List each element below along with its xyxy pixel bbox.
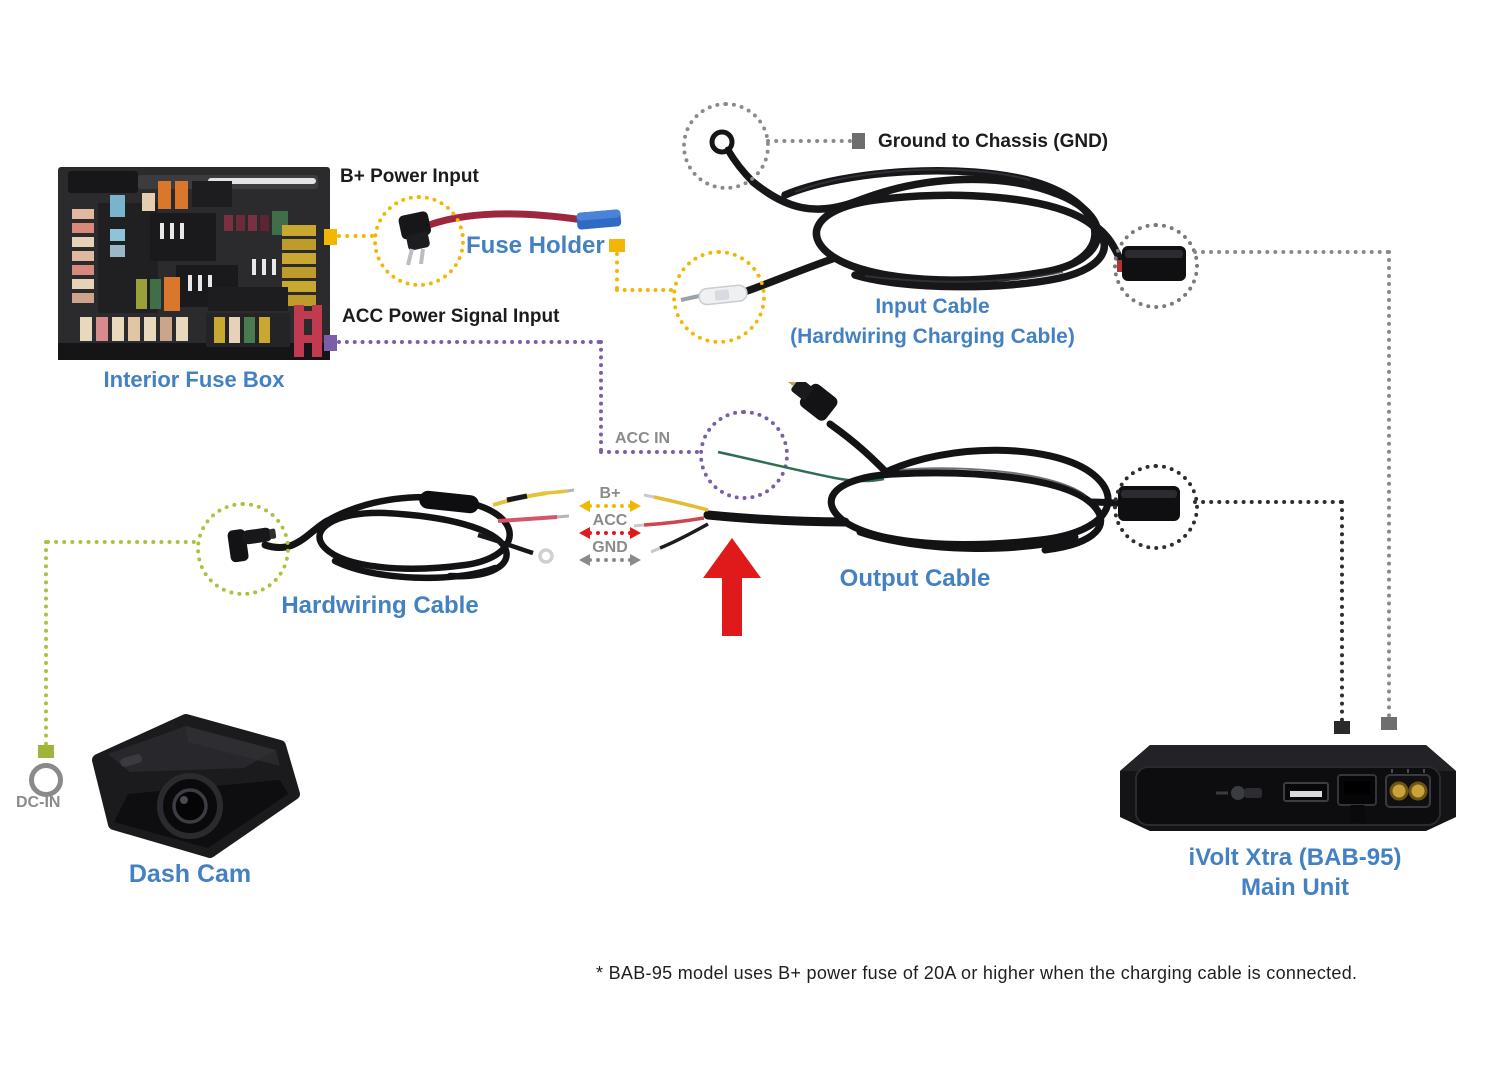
ground-path [766, 139, 852, 143]
wire-label-gnd: GND [592, 539, 628, 556]
fuse-holder-label: Fuse Holder [466, 232, 605, 259]
main-unit-label-line1: iVolt Xtra (BAB-95) [1188, 844, 1402, 871]
interior-fuse-box-photo [58, 167, 330, 360]
red-pointer-arrow-shaft [722, 576, 742, 636]
gnd-double-arrow-icon [579, 554, 641, 567]
hardwiring-to-dcin-path-horizontal [46, 540, 196, 544]
main-unit-photo [1120, 745, 1456, 831]
acc-signal-path-vertical [599, 340, 603, 452]
output-to-main-arrowhead-icon [1334, 721, 1350, 734]
fuse-link-path-vertical [615, 252, 619, 290]
hardwiring-cable-label: Hardwiring Cable [281, 592, 479, 619]
ground-to-chassis-label: Ground to Chassis (GND) [878, 131, 1109, 152]
wire-label-acc: ACC [592, 512, 628, 529]
input-to-main-arrowhead-icon [1381, 717, 1397, 730]
hardwiring-plug-highlight-circle [196, 502, 290, 596]
input-to-main-path-vertical [1387, 250, 1391, 718]
output-to-main-path-vertical [1340, 500, 1344, 722]
acc-signal-arrowhead-icon [324, 335, 337, 351]
footnote-text: * BAB-95 model uses B+ power fuse of 20A… [596, 963, 1358, 983]
main-unit-label: iVolt Xtra (BAB-95) Main Unit [1130, 843, 1460, 903]
hardwiring-to-dcin-arrowhead-icon [38, 745, 54, 758]
acc-power-signal-label: ACC Power Signal Input [342, 306, 560, 327]
dash-cam-photo [92, 714, 300, 858]
fuse-link-path-horizontal [615, 288, 673, 292]
interior-fuse-box-label: Interior Fuse Box [103, 367, 285, 392]
input-cable-label: Input Cable (Hardwiring Charging Cable) [760, 292, 1105, 352]
input-to-main-path-horizontal [1193, 250, 1390, 254]
dc-in-ring-icon [29, 763, 63, 797]
input-cable-label-line2: (Hardwiring Charging Cable) [790, 325, 1075, 348]
acc-signal-path-horizontal2 [599, 450, 699, 454]
output-to-main-path-horizontal [1193, 500, 1343, 504]
hardwiring-to-dcin-path-vertical [44, 540, 48, 746]
b-plus-path [337, 234, 374, 238]
red-pointer-arrowhead-icon [703, 538, 761, 578]
fuse-link-arrowhead-icon [609, 239, 625, 252]
dash-cam-label: Dash Cam [128, 860, 252, 888]
input-cable-label-line1: Input Cable [875, 295, 990, 318]
input-connector-highlight-circle [1113, 223, 1199, 309]
fuse-holder-highlight-circle [373, 195, 465, 287]
acc-in-label: ACC IN [615, 430, 671, 447]
b-plus-double-arrow-icon [579, 500, 641, 513]
dc-in-label: DC-IN [16, 794, 61, 811]
wire-label-b-plus: B+ [599, 485, 621, 502]
ground-arrowhead-icon [852, 133, 865, 149]
b-plus-arrowhead-icon [324, 229, 337, 245]
ground-terminal-highlight-circle [682, 102, 770, 190]
acc-signal-path-horizontal [337, 340, 601, 344]
input-fuse-highlight-circle [672, 250, 766, 344]
output-connector-highlight-circle [1113, 464, 1199, 550]
b-power-input-label: B+ Power Input [340, 166, 479, 187]
acc-double-arrow-icon [579, 527, 641, 540]
acc-in-highlight-circle [699, 410, 789, 500]
main-unit-label-line2: Main Unit [1241, 874, 1349, 901]
output-cable-label: Output Cable [839, 565, 991, 592]
